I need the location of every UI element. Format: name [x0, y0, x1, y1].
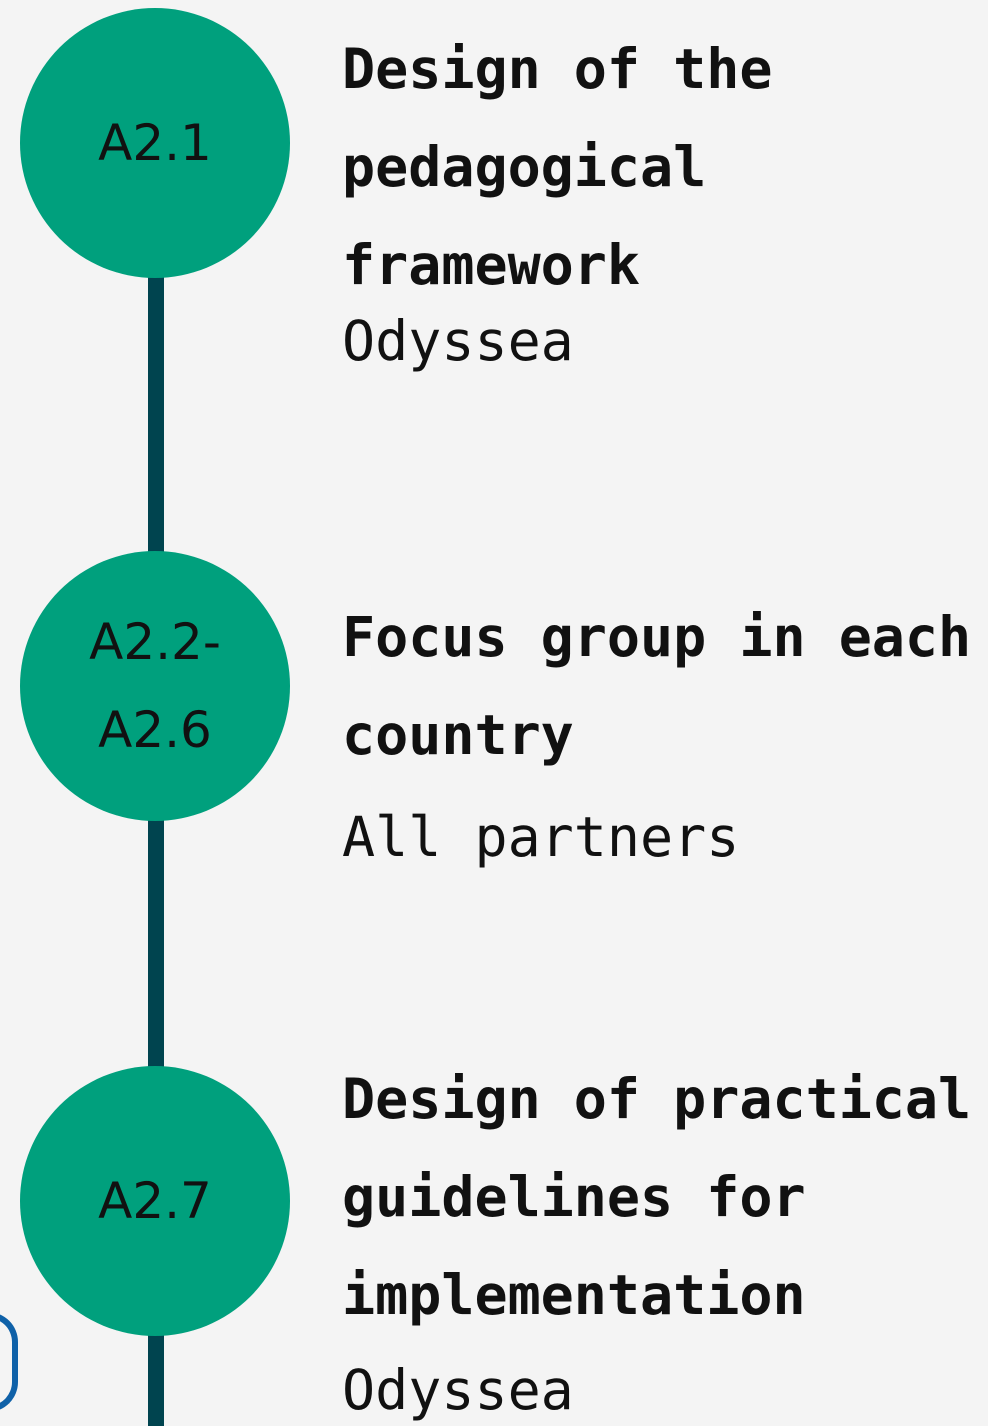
- timeline-connector-2: [148, 812, 164, 1074]
- step-node-a2-7: A2.7: [20, 1066, 290, 1336]
- step-title-a2-1: Design of the pedagogical framework: [342, 37, 773, 297]
- step-owner-a2-7: Odyssea: [342, 1358, 574, 1422]
- step-node-a2-2-a2-6: A2.2- A2.6: [20, 551, 290, 821]
- timeline-connector-1: [148, 270, 164, 562]
- step-node-a2-1: A2.1: [20, 8, 290, 278]
- step-owner-a2-1: Odyssea: [342, 309, 574, 373]
- step-title-a2-2-a2-6: Focus group in each country: [342, 605, 972, 767]
- step-owner-a2-2-a2-6: All partners: [342, 805, 740, 869]
- timeline-connector-3: [148, 1328, 164, 1426]
- edge-logo-fragment: [0, 1312, 18, 1412]
- step-title-a2-7: Design of practical guidelines for imple…: [342, 1067, 972, 1327]
